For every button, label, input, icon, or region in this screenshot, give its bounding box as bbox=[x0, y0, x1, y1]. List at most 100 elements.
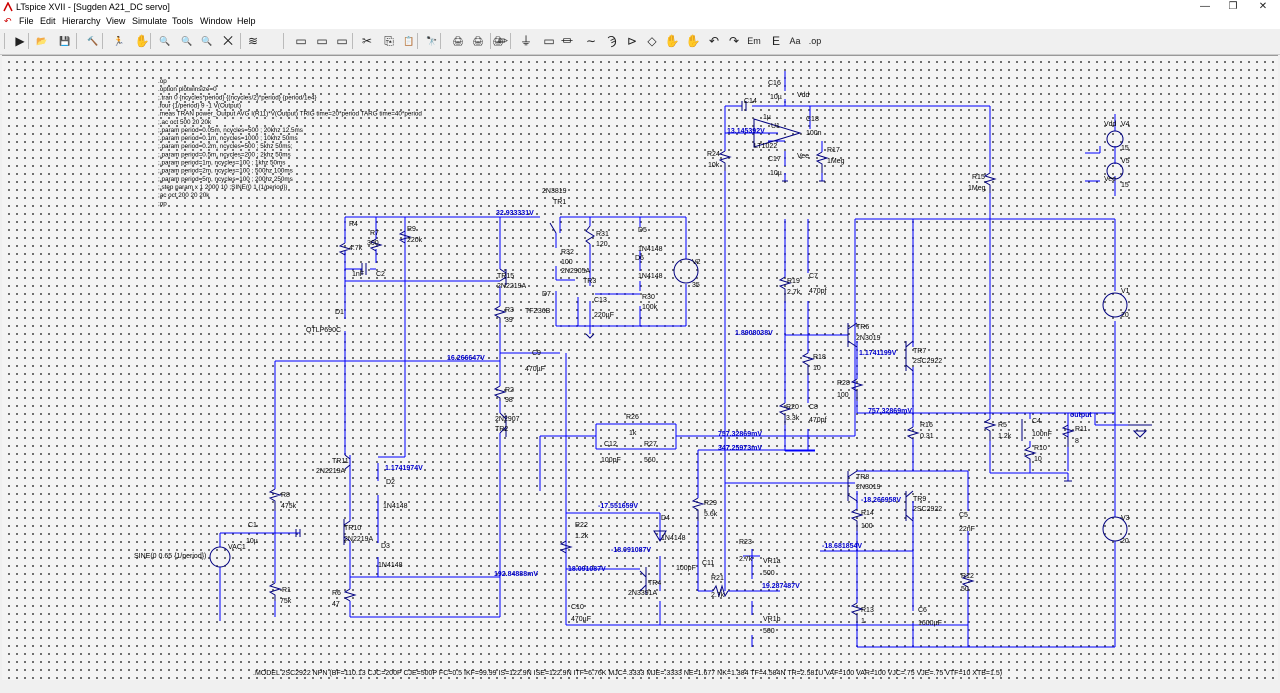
menu-edit[interactable]: Edit bbox=[40, 16, 56, 26]
rotate-icon[interactable]: Em bbox=[747, 36, 761, 46]
cut-icon[interactable]: ✂ bbox=[361, 34, 373, 48]
component-label: R29 bbox=[704, 500, 717, 507]
zoom-in-icon[interactable]: 🔍 bbox=[159, 36, 171, 46]
title-bar: LTspice XVII - [Sugden A21_DC servo] — ❐… bbox=[0, 0, 1280, 16]
resistor-icon[interactable]: ⏛ bbox=[560, 34, 573, 48]
drag-icon[interactable]: ✋ bbox=[685, 34, 701, 48]
net-voltage-label[interactable]: -18.091087V bbox=[611, 547, 651, 554]
pan-icon[interactable]: ✋ bbox=[134, 34, 150, 48]
minimize-button[interactable]: — bbox=[1200, 1, 1210, 12]
menu-help[interactable]: Help bbox=[237, 16, 256, 26]
redo-icon[interactable]: ↷ bbox=[728, 34, 740, 48]
net-voltage-label[interactable]: -17.551659V bbox=[598, 503, 638, 510]
print-setup-icon[interactable]: 🖨 bbox=[492, 36, 504, 46]
spice-directive-line[interactable]: ;.param period=0.2m, ncycles=500 ; 5khz … bbox=[158, 143, 293, 150]
move-icon[interactable]: ✋ bbox=[664, 34, 680, 48]
net-voltage-label[interactable]: 32.933331V bbox=[496, 210, 534, 217]
component-label: R13 bbox=[861, 607, 874, 614]
component-label: VR1b bbox=[763, 616, 781, 623]
mirror-icon[interactable]: E bbox=[771, 34, 780, 48]
run-icon[interactable]: ▶ bbox=[15, 34, 25, 48]
component-label: C10 bbox=[571, 604, 584, 611]
spice-directive-line[interactable]: ;op bbox=[158, 200, 167, 207]
save-icon[interactable]: 💾 bbox=[59, 36, 71, 46]
component-label: D3 bbox=[381, 543, 390, 550]
paste-icon[interactable]: 📋 bbox=[403, 36, 415, 46]
waveform-icon[interactable]: ≋ bbox=[247, 34, 259, 48]
spice-directive-line[interactable]: ;.ac oct 500 20 20k bbox=[158, 119, 212, 126]
net-voltage-labels: 32.933331V 16.266647V 1.1741974V 192.84888m… bbox=[385, 128, 1092, 590]
net-voltage-label[interactable]: 1.1741974V bbox=[385, 465, 423, 472]
tile-horizontal-icon[interactable]: ▭ bbox=[295, 34, 307, 48]
text-icon[interactable]: Aa bbox=[789, 36, 801, 46]
halt-icon[interactable]: 🏃 bbox=[113, 36, 125, 46]
component-label: 475k bbox=[281, 503, 297, 510]
menu-window[interactable]: Window bbox=[200, 16, 233, 26]
net-voltage-label[interactable]: 16.266647V bbox=[447, 355, 485, 362]
component-label: V2 bbox=[692, 259, 701, 266]
net-voltage-label[interactable]: 757.32869mV bbox=[868, 408, 912, 415]
menu-view[interactable]: View bbox=[106, 16, 126, 26]
net-voltage-label[interactable]: 19.287487V bbox=[762, 583, 800, 590]
menu-hierarchy[interactable]: Hierarchy bbox=[62, 16, 101, 26]
spice-directive-line[interactable]: .meas TRAN power_Output AVG I(R11)*V(Out… bbox=[158, 111, 422, 118]
print-preview-icon[interactable]: 🖨 bbox=[472, 36, 484, 46]
spice-directive-line[interactable]: ;ac oct 200 20 20k bbox=[158, 192, 210, 199]
net-voltage-label[interactable]: 347.25973mV bbox=[718, 445, 762, 452]
spice-directive-line[interactable]: ;.param period=0.1m, ncycles=1000 ; 10kh… bbox=[158, 135, 298, 142]
spice-directive-line[interactable]: ;.step param x 1 2000 10 ;SINE(0 1 {1/pe… bbox=[158, 184, 288, 191]
net-voltage-label[interactable]: 757.32869mV bbox=[718, 431, 762, 438]
zoom-pan-icon[interactable]: 🔍 bbox=[181, 36, 193, 46]
net-voltage-label[interactable]: -18.681854V bbox=[822, 543, 862, 550]
cascade-icon[interactable]: ▭ bbox=[336, 34, 348, 48]
model-directive[interactable]: .MODEL 2SC2922 NPN (BF=110.13 CJC=200P C… bbox=[253, 670, 1002, 677]
capacitor-icon[interactable]: ∼ bbox=[585, 34, 597, 48]
label-net-icon[interactable]: ▭ bbox=[543, 34, 555, 48]
spice-directive-line[interactable]: .op bbox=[158, 78, 167, 85]
spice-directive-icon[interactable]: .op bbox=[808, 36, 822, 46]
control-panel-icon[interactable]: 🔨 bbox=[87, 36, 99, 46]
spice-directive-line[interactable]: ;.param period=5m, ncycles=100 ; 200hz 2… bbox=[158, 176, 293, 183]
spice-directive-line[interactable]: ;.tran 0 {ncycles*period} {(ncycles/2)*p… bbox=[158, 94, 317, 101]
menu-file[interactable]: File bbox=[19, 16, 34, 26]
net-voltage-label[interactable]: -18.266958V bbox=[861, 497, 901, 504]
spice-directive-line[interactable]: .option plotwinsize=0 bbox=[158, 86, 217, 93]
spice-directive-line[interactable]: ;.param period=0.5m, ncycles=200 ; 2khz … bbox=[158, 151, 291, 158]
draw-wire-icon[interactable]: ✏ bbox=[497, 34, 509, 48]
print-icon[interactable]: 🖨 bbox=[452, 36, 464, 46]
spice-directive-line[interactable]: .four {1/period} 9 -1 V(Output) bbox=[158, 102, 241, 109]
net-voltage-label[interactable]: 1.8908038V bbox=[735, 330, 773, 337]
net-voltage-label[interactable]: output bbox=[1070, 412, 1092, 419]
zoom-fit-icon[interactable]: ⨉ bbox=[223, 34, 233, 48]
spice-directive-line[interactable]: ;.param period=0.05m, ncycles=500 ; 20kh… bbox=[158, 127, 303, 134]
menu-simulate[interactable]: Simulate bbox=[132, 16, 168, 26]
toolbar-separator bbox=[150, 33, 151, 49]
component-label: R12 bbox=[961, 573, 974, 580]
net-voltage-label[interactable]: 13.145392V bbox=[727, 128, 765, 135]
undo-icon[interactable]: ↶ bbox=[708, 34, 720, 48]
close-button[interactable]: ✕ bbox=[1258, 1, 1268, 12]
spice-directive-line[interactable]: ;.param period=2m, ncycles=100 ; 500hz 1… bbox=[158, 168, 293, 175]
component-label: C7 bbox=[809, 273, 818, 280]
zoom-out-icon[interactable]: 🔍 bbox=[201, 36, 213, 46]
diode-icon[interactable]: ⊳ bbox=[626, 34, 638, 48]
schematic-drawing: .op.option plotwinsize=0;.tran 0 {ncycle… bbox=[134, 71, 1152, 677]
component-icon[interactable]: ◇ bbox=[647, 34, 657, 48]
schematic-canvas[interactable]: .op.option plotwinsize=0;.tran 0 {ncycle… bbox=[2, 55, 1278, 680]
component-label: 100k bbox=[642, 304, 658, 311]
ground-icon[interactable]: ⏚ bbox=[519, 34, 532, 48]
net-voltage-label[interactable]: 1.1741199V bbox=[859, 350, 897, 357]
find-icon[interactable]: 🔭 bbox=[426, 36, 438, 46]
net-voltage-label[interactable]: 18.091087V bbox=[568, 566, 606, 573]
spice-directive-line[interactable]: ;.param period=1m, ncycles=100 ; 1khz 50… bbox=[158, 160, 285, 167]
tile-vertical-icon[interactable]: ▭ bbox=[316, 34, 328, 48]
component-label: 35 bbox=[692, 282, 700, 289]
maximize-button[interactable]: ❐ bbox=[1228, 1, 1238, 12]
net-voltage-label[interactable]: 192.84888mV bbox=[494, 571, 538, 578]
menu-tools[interactable]: Tools bbox=[172, 16, 194, 26]
open-icon[interactable]: 📂 bbox=[36, 36, 48, 46]
toolbar-separator bbox=[417, 33, 418, 49]
component-label: 10µ bbox=[770, 170, 782, 177]
inductor-icon[interactable]: Ϡ bbox=[607, 34, 617, 48]
copy-icon[interactable]: ⎘ bbox=[384, 34, 394, 48]
